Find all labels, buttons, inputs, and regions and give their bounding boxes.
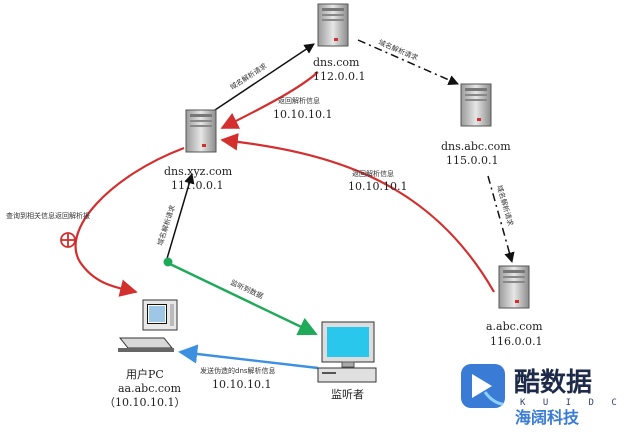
label-a-return-ip: 10.10.10.1 [348, 180, 407, 193]
dns-abc-com-name: dns.abc.com [441, 140, 511, 153]
label-com-to-abc: 域名解析请求 [377, 38, 419, 63]
label-monitor-listen: 监听到数据 [229, 278, 265, 301]
edge-xyz-to-com [211, 43, 315, 113]
monitor-icon [317, 321, 377, 383]
label-com-return-ip: 10.10.10.1 [273, 108, 332, 121]
edge-monitor-listen [169, 262, 318, 336]
server-dns-xyz-com-icon [185, 109, 217, 153]
label-abc-to-a: 域名解析请求 [495, 184, 515, 227]
label-a-return-title: 返回解析信息 [352, 169, 394, 178]
edge-xyz-to-pc [74, 146, 185, 297]
server-dns-com-icon [317, 3, 349, 47]
watermark-company: 海阔科技 [515, 408, 580, 427]
edge-com-to-abc [357, 39, 459, 85]
monitor-name: 监听者 [331, 388, 364, 401]
label-pc-to-xyz: 域名解析请求 [155, 204, 177, 247]
watermark-logo: 酷数据 K U I D C 海阔科技 [461, 364, 623, 427]
edge-monitor-fake [178, 344, 319, 370]
label-com-return-title: 返回解析信息 [278, 96, 320, 105]
watermark-logo-icon [461, 364, 505, 408]
edge-a-return [220, 133, 495, 293]
server-a-abc-com-icon [498, 265, 530, 309]
dns-com-ip: 112.0.0.1 [313, 70, 365, 83]
edge-com-return [220, 71, 319, 129]
user-pc-name: 用户PC [126, 367, 164, 381]
label-monitor-fake-ip: 10.10.10.1 [212, 378, 271, 391]
watermark-title: 酷数据 [514, 368, 592, 398]
a-abc-com-ip: 116.0.0.1 [490, 335, 542, 348]
user-pc-ip: （10.10.10.1） [104, 396, 185, 409]
label-monitor-fake-title: 发送伪造的dns解析信息 [200, 366, 276, 375]
watermark-subtitle: K U I D C [520, 398, 623, 408]
edge-pc-to-xyz [165, 172, 195, 263]
user-pc-domain: aa.abc.com [118, 382, 182, 395]
dns-xyz-com-ip: 111.0.0.1 [171, 179, 223, 192]
user-pc-icon [118, 299, 178, 352]
dns-xyz-com-name: dns.xyz.com [164, 165, 233, 178]
a-abc-com-name: a.abc.com [486, 320, 543, 333]
label-xyz-to-pc: 查询到相关信息返回解析报 [6, 211, 90, 220]
server-dns-abc-com-icon [460, 83, 492, 127]
dns-abc-com-ip: 115.0.0.1 [446, 154, 498, 167]
dns-com-name: dns.com [313, 56, 360, 69]
block-icon [60, 232, 76, 248]
edge-abc-to-a [487, 175, 515, 264]
